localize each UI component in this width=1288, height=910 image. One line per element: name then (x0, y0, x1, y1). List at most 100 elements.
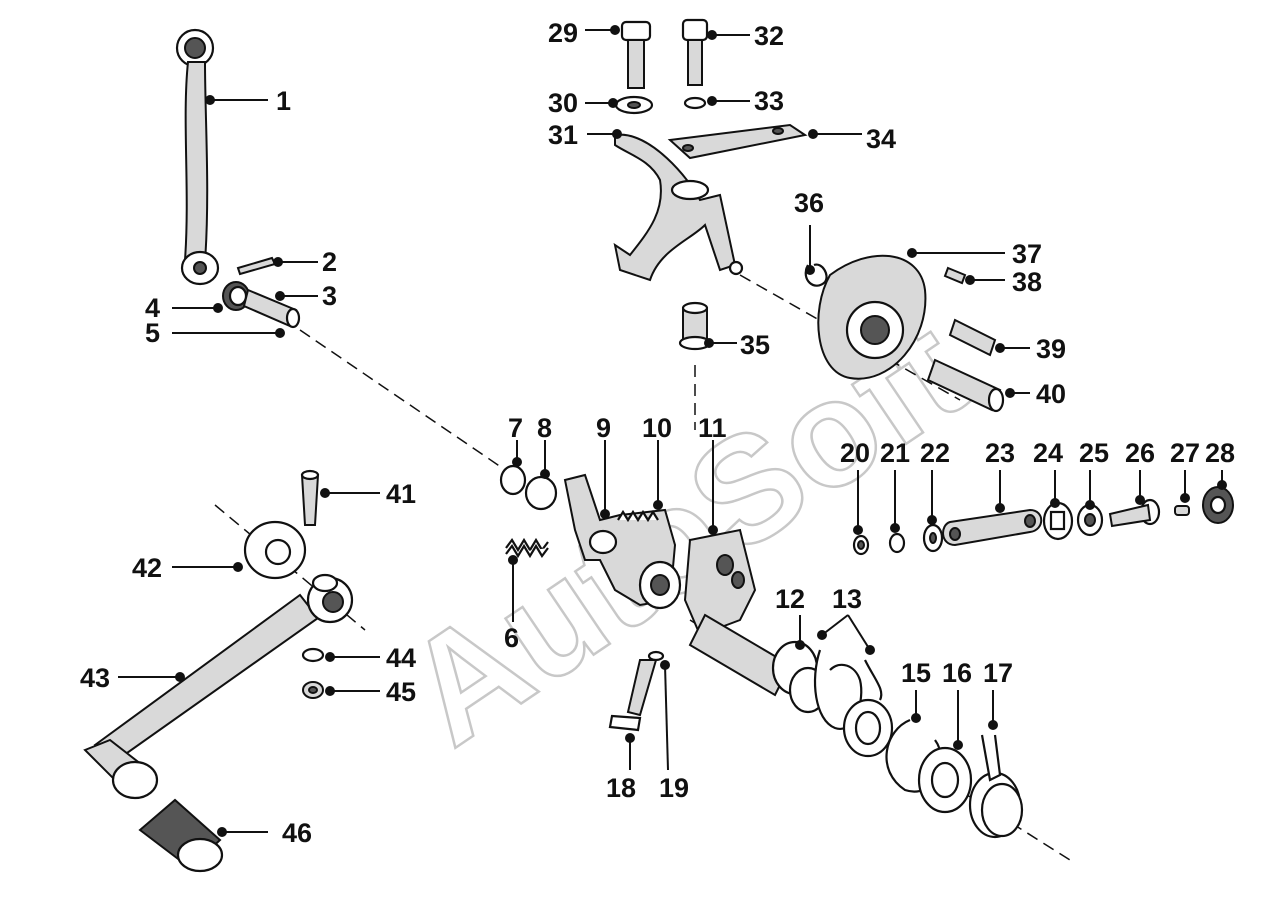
svg-text:13: 13 (832, 584, 862, 614)
svg-text:45: 45 (386, 677, 416, 707)
callout-20: 20 (840, 438, 870, 535)
svg-text:43: 43 (80, 663, 110, 693)
svg-text:35: 35 (740, 330, 770, 360)
svg-text:3: 3 (322, 281, 337, 311)
lever-arm-part-23 (942, 508, 1043, 547)
callout-41: 41 (320, 479, 416, 509)
callout-42: 42 (132, 553, 243, 583)
callout-17: 17 (983, 658, 1013, 730)
svg-text:25: 25 (1079, 438, 1109, 468)
shift-bolt-part (300, 469, 320, 526)
pin-part (236, 256, 277, 276)
callout-6: 6 (504, 555, 519, 653)
callout-26: 26 (1125, 438, 1155, 505)
svg-text:32: 32 (754, 21, 784, 51)
callout-39: 39 (995, 334, 1066, 364)
svg-text:24: 24 (1033, 438, 1063, 468)
nut-part-25 (1076, 503, 1104, 537)
svg-text:38: 38 (1012, 267, 1042, 297)
nut-part-20 (852, 534, 870, 556)
svg-text:27: 27 (1170, 438, 1200, 468)
washer-part-22 (922, 523, 944, 553)
return-spring-part (968, 734, 1024, 839)
callout-13: 13 (817, 584, 875, 655)
callout-40: 40 (1005, 379, 1066, 409)
bushing-part (678, 301, 712, 351)
svg-text:4: 4 (145, 293, 160, 323)
callout-43: 43 (80, 663, 185, 693)
shaft-seal-part (222, 281, 301, 329)
svg-text:9: 9 (596, 413, 611, 443)
circlips-pair-part (499, 464, 558, 511)
slotted-screw-part (620, 20, 652, 89)
callout-37: 37 (907, 239, 1042, 269)
svg-text:15: 15 (901, 658, 931, 688)
callout-4: 4 (145, 293, 223, 323)
callout-32: 32 (707, 21, 784, 51)
callout-15: 15 (901, 658, 931, 723)
callout-38: 38 (965, 267, 1042, 297)
svg-text:26: 26 (1125, 438, 1155, 468)
small-washer-part (301, 647, 325, 663)
callout-36: 36 (794, 188, 824, 275)
callout-7: 7 (508, 413, 523, 467)
svg-text:36: 36 (794, 188, 824, 218)
pivot-shaft-part (926, 358, 1005, 413)
svg-text:30: 30 (548, 88, 578, 118)
pivot-bolt-part-26 (1108, 498, 1161, 528)
guide-pin-part (948, 318, 997, 357)
svg-text:39: 39 (1036, 334, 1066, 364)
svg-text:23: 23 (985, 438, 1015, 468)
socket-screw-part (681, 18, 709, 86)
svg-text:11: 11 (698, 413, 727, 443)
svg-text:2: 2 (322, 247, 337, 277)
gear-shift-lever-part (83, 573, 354, 800)
small-pin-part (943, 266, 967, 285)
callout-45: 45 (325, 677, 416, 707)
callout-18: 18 (606, 733, 636, 803)
svg-text:18: 18 (606, 773, 636, 803)
svg-text:7: 7 (508, 413, 523, 443)
callout-10: 10 (642, 413, 672, 510)
svg-text:20: 20 (840, 438, 870, 468)
callout-11: 11 (698, 413, 727, 535)
lock-plate-part (667, 123, 808, 160)
callout-19: 19 (659, 660, 689, 803)
callout-16: 16 (942, 658, 972, 750)
compression-spring-part (505, 537, 549, 559)
svg-text:40: 40 (1036, 379, 1066, 409)
thrust-washers-part (813, 649, 894, 758)
callout-27: 27 (1170, 438, 1200, 503)
svg-text:16: 16 (942, 658, 972, 688)
svg-text:37: 37 (1012, 239, 1042, 269)
lock-washer-part (683, 96, 707, 110)
svg-text:31: 31 (548, 120, 578, 150)
svg-text:21: 21 (880, 438, 910, 468)
callout-25: 25 (1079, 438, 1109, 510)
callout-46: 46 (217, 818, 312, 848)
svg-text:12: 12 (775, 584, 805, 614)
rubber-grip-part (138, 798, 224, 873)
svg-text:1: 1 (276, 86, 291, 116)
svg-text:41: 41 (386, 479, 416, 509)
svg-text:10: 10 (642, 413, 672, 443)
grub-screw-part-27 (1174, 505, 1190, 516)
callout-1: 1 (205, 86, 291, 116)
callout-44: 44 (325, 643, 416, 673)
svg-text:28: 28 (1205, 438, 1235, 468)
svg-text:17: 17 (983, 658, 1013, 688)
svg-text:44: 44 (386, 643, 416, 673)
svg-text:6: 6 (504, 623, 519, 653)
svg-text:33: 33 (754, 86, 784, 116)
washer-part (614, 95, 654, 115)
square-washer-part-24 (1042, 501, 1074, 541)
callout-2: 2 (273, 247, 337, 277)
large-washer-part (917, 746, 973, 814)
callout-5: 5 (145, 318, 285, 348)
callout-34: 34 (808, 124, 896, 154)
lock-washer-part-21 (888, 532, 906, 554)
svg-text:34: 34 (866, 124, 896, 154)
svg-text:19: 19 (659, 773, 689, 803)
svg-text:42: 42 (132, 553, 162, 583)
